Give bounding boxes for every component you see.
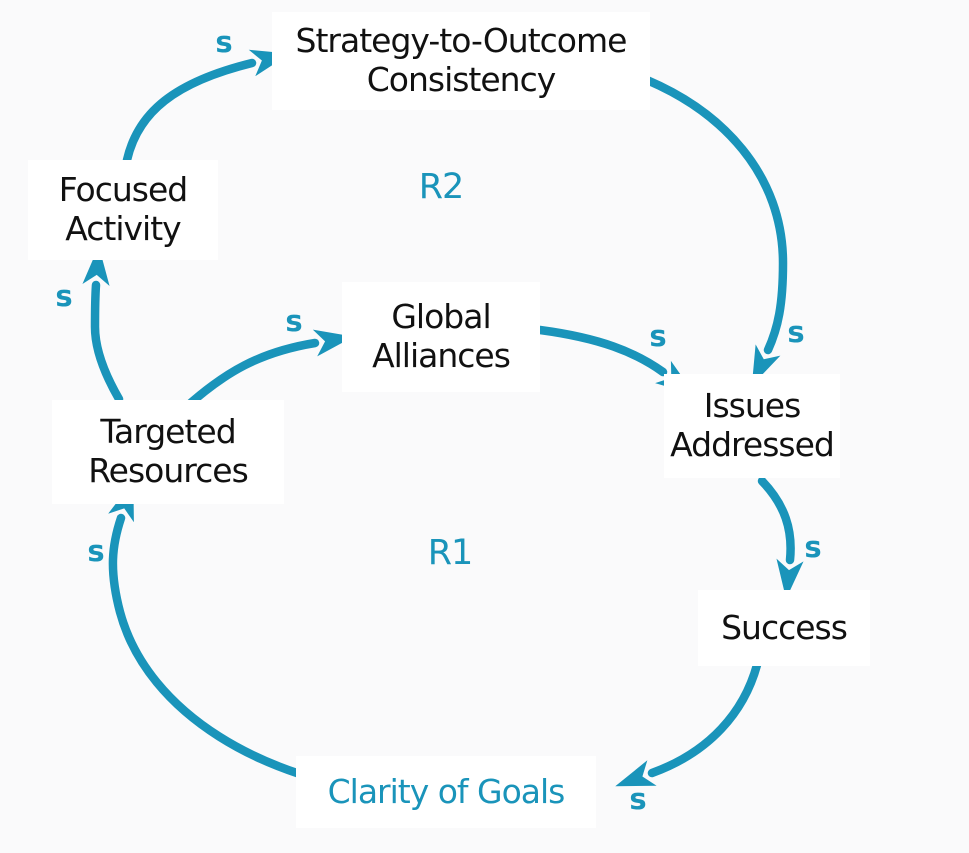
node-label-line: Activity <box>65 209 181 248</box>
node-focused-activity: Focused Activity <box>28 160 218 260</box>
node-label-line: Issues <box>703 386 802 426</box>
node-clarity-of-goals: Clarity of Goals <box>296 756 596 828</box>
node-success: Success <box>698 590 870 666</box>
node-label-line: Success <box>721 607 848 647</box>
node-global-alliances: Global Alliances <box>342 282 540 392</box>
arrow-issues-addressed-to-success <box>757 476 804 599</box>
polarity-label-strategy-to-issues: s <box>787 315 805 349</box>
arrow-strategy-to-issues-addressed <box>624 68 788 386</box>
node-label-line: Addressed <box>670 425 835 464</box>
node-label-line: Consistency <box>366 60 557 99</box>
polarity-label-global-to-issues: s <box>649 319 667 353</box>
arrow-targeted-resources-to-focused-activity <box>82 245 124 404</box>
node-strategy-to-outcome-consistency: Strategy-to-Outcome Consistency <box>272 12 650 110</box>
arrow-success-to-clarity-of-goals <box>615 660 762 787</box>
polarity-label-issues-to-success: s <box>804 530 822 564</box>
arrow-targeted-resources-to-global-alliances <box>180 329 354 413</box>
polarity-label-targeted-to-focused: s <box>55 279 73 313</box>
polarity-label-focused-to-strategy: s <box>215 25 233 59</box>
node-label-line: Resources <box>88 451 249 490</box>
arrow-global-alliances-to-issues-addressed <box>535 325 695 395</box>
node-label-line: Clarity of Goals <box>327 771 566 811</box>
node-label-line: Global <box>391 297 491 337</box>
node-issues-addressed: Issues Addressed <box>664 374 840 478</box>
arrow-clarity-of-goals-to-targeted-resources <box>108 480 390 797</box>
arrow-focused-activity-to-strategy <box>122 49 290 165</box>
loop-label-r2: R2 <box>418 167 465 207</box>
loop-label-r1: R1 <box>427 533 474 573</box>
node-targeted-resources: Targeted Resources <box>52 400 284 504</box>
node-label-line: Strategy-to-Outcome <box>295 21 628 61</box>
node-label-line: Focused <box>58 170 188 210</box>
polarity-label-success-to-clarity: s <box>629 782 647 816</box>
node-label-line: Alliances <box>372 336 511 375</box>
polarity-label-clarity-to-targeted: s <box>87 534 105 568</box>
polarity-label-targeted-to-global: s <box>285 304 303 338</box>
node-label-line: Targeted <box>100 412 236 452</box>
